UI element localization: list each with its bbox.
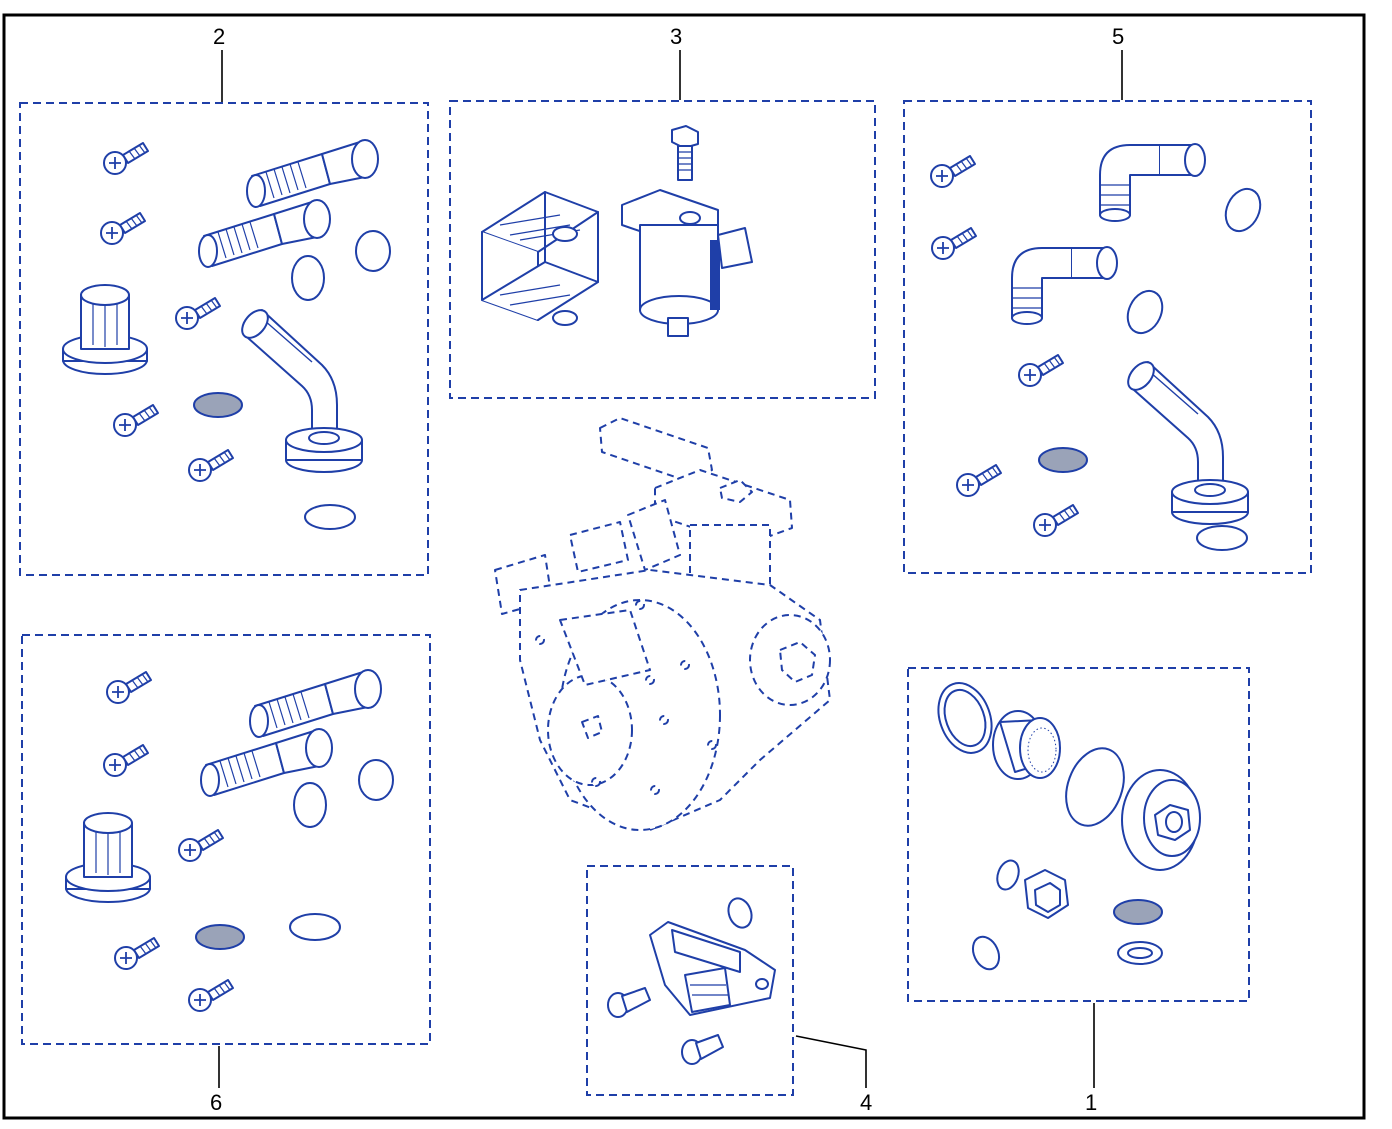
screw-icon [178, 829, 224, 862]
solenoid-valve-icon [621, 189, 753, 337]
o-ring-icon [1196, 525, 1248, 551]
strainer-icon [62, 284, 148, 375]
angle-connector-icon [1011, 246, 1118, 325]
callout-5: 5 [1112, 24, 1124, 49]
callout-3: 3 [670, 24, 682, 49]
screw-icon [1033, 504, 1079, 537]
kit-1-box [907, 667, 1250, 1002]
screw-icon [930, 155, 976, 188]
screw-icon [113, 404, 159, 437]
o-ring-icon [1224, 187, 1262, 233]
screw-icon [106, 671, 152, 704]
threaded-fitting-icon [249, 669, 382, 738]
screw-icon [175, 297, 221, 330]
pressure-switch-icon [649, 921, 776, 1016]
o-ring-icon [304, 504, 356, 530]
callout-4: 4 [860, 1090, 872, 1115]
screw-icon [100, 212, 146, 245]
cap-screw-icon [607, 987, 651, 1018]
strainer-cap-icon [992, 710, 1061, 780]
o-ring-icon [1065, 747, 1125, 827]
kit-1-group [907, 667, 1250, 1002]
gasket-ring-icon [937, 682, 993, 754]
filter-disc-icon [195, 924, 245, 950]
threaded-fitting-icon [246, 139, 379, 208]
kit-2-group [19, 102, 429, 576]
angle-connector-icon [1099, 143, 1206, 222]
kit-6-box [21, 634, 431, 1045]
kit-2-box [19, 102, 429, 576]
kit-3-group [449, 100, 876, 399]
callout-1: 1 [1085, 1090, 1097, 1115]
screw-icon [188, 449, 234, 482]
o-ring-icon [289, 913, 341, 941]
screw-icon [103, 744, 149, 777]
o-ring-icon [293, 782, 327, 828]
flange-nut-icon [1121, 769, 1201, 871]
o-ring-icon [1126, 289, 1164, 335]
mounting-bracket-icon [481, 191, 599, 326]
filter-disc-icon [193, 392, 243, 418]
o-ring-icon [971, 935, 1001, 971]
o-ring-icon [996, 859, 1020, 891]
kit-6-group [21, 634, 431, 1045]
pump-assembly-outline [494, 417, 831, 831]
o-ring-icon [727, 897, 753, 929]
cap-screw-icon [681, 1034, 724, 1065]
screw-icon [1018, 354, 1064, 387]
kit-4-group [586, 865, 794, 1096]
filter-disc-icon [1113, 899, 1163, 925]
bolt-icon [671, 125, 699, 181]
outer-frame [2, 13, 1366, 1120]
screw-icon [114, 937, 160, 970]
callout-2: 2 [213, 24, 225, 49]
washer-icon [1117, 941, 1163, 965]
elbow-pipe-icon [1122, 356, 1249, 525]
o-ring-icon [355, 230, 391, 272]
screw-icon [956, 464, 1002, 497]
kit-5-box [903, 100, 1312, 574]
o-ring-icon [291, 255, 325, 301]
screw-icon [188, 979, 234, 1012]
callout-6: 6 [210, 1090, 222, 1115]
elbow-pipe-icon [236, 304, 363, 473]
screw-icon [931, 227, 977, 260]
screw-icon [103, 142, 149, 175]
o-ring-icon [358, 759, 394, 801]
kit-5-group [903, 100, 1312, 574]
kit-3-box [449, 100, 876, 399]
kit-4-box [586, 865, 794, 1096]
leader-4 [795, 1035, 867, 1088]
strainer-icon [65, 812, 151, 903]
filter-disc-icon [1038, 447, 1088, 473]
hex-plug-icon [1024, 869, 1069, 919]
